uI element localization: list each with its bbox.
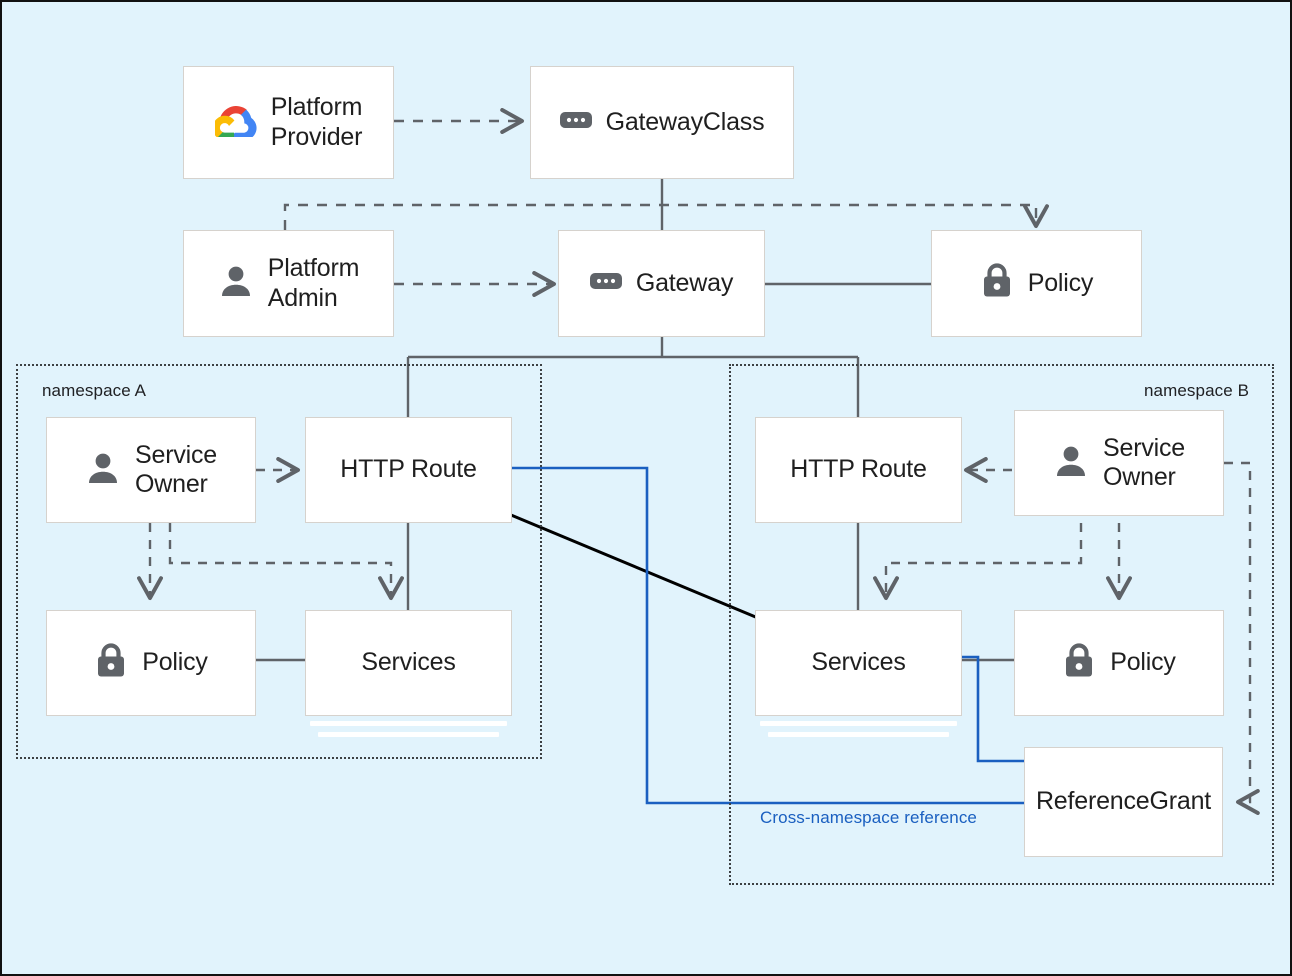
person-icon xyxy=(1053,443,1089,484)
node-services-a-label: Services xyxy=(361,648,456,677)
node-referencegrant-label: ReferenceGrant xyxy=(1035,787,1212,816)
services-b-stack-layer-2 xyxy=(768,732,949,737)
node-services-b-label: Services xyxy=(811,648,906,677)
node-http-route-a[interactable]: HTTP Route xyxy=(305,417,512,523)
node-platform-admin-label: Platform Admin xyxy=(267,254,360,312)
node-policy-platform-label: Policy xyxy=(1027,268,1094,297)
resource-chip-icon xyxy=(559,109,592,136)
namespace-b-label: namespace B xyxy=(1144,381,1250,400)
resource-chip-icon xyxy=(589,270,622,297)
node-platform-provider-label: Platform Provider xyxy=(270,93,363,151)
namespace-a-group xyxy=(16,364,542,759)
node-gateway-label: Gateway xyxy=(635,268,734,297)
edge-owner-b-to-referencegrant xyxy=(1224,461,1260,815)
person-icon xyxy=(218,263,254,304)
lock-icon xyxy=(1062,642,1096,685)
namespace-a-label: namespace A xyxy=(42,381,147,400)
lock-icon xyxy=(980,262,1014,305)
node-policy-b[interactable]: Policy xyxy=(1014,610,1224,716)
node-policy-a[interactable]: Policy xyxy=(46,610,256,716)
google-cloud-icon xyxy=(212,103,257,142)
node-services-a[interactable]: Services xyxy=(305,610,512,716)
namespace-b-group xyxy=(729,364,1274,885)
edge-gateway-to-routes xyxy=(406,337,860,417)
cross-namespace-reference-label: Cross-namespace reference xyxy=(760,808,977,827)
edge-admin-to-policy xyxy=(283,203,1049,230)
node-service-owner-b-label: Service Owner xyxy=(1103,433,1185,492)
node-platform-admin[interactable]: Platform Admin xyxy=(183,230,394,337)
node-gatewayclass-label: GatewayClass xyxy=(605,107,765,136)
edge-xref-route-a-to-referencegrant xyxy=(511,466,1024,805)
edge-route-a-to-services-b-diagonal xyxy=(510,513,759,620)
node-platform-provider[interactable]: Platform Provider xyxy=(183,66,394,179)
edge-owner-a-to-services-a xyxy=(168,523,404,600)
node-policy-b-label: Policy xyxy=(1110,648,1176,677)
services-a-stack-layer-2 xyxy=(318,732,499,737)
node-gateway[interactable]: Gateway xyxy=(558,230,765,337)
node-services-b[interactable]: Services xyxy=(755,610,962,716)
node-http-route-a-label: HTTP Route xyxy=(340,455,477,484)
services-a-stack-layer-1 xyxy=(310,721,507,726)
edge-owner-b-to-services-b xyxy=(873,523,1083,600)
person-icon xyxy=(85,450,121,491)
node-service-owner-b[interactable]: Service Owner xyxy=(1014,410,1224,516)
node-policy-platform[interactable]: Policy xyxy=(931,230,1142,337)
node-service-owner-a-label: Service Owner xyxy=(135,440,217,499)
node-http-route-b-label: HTTP Route xyxy=(790,455,927,484)
services-b-stack-layer-1 xyxy=(760,721,957,726)
node-policy-a-label: Policy xyxy=(142,648,208,677)
node-service-owner-a[interactable]: Service Owner xyxy=(46,417,256,523)
node-referencegrant[interactable]: ReferenceGrant xyxy=(1024,747,1223,857)
node-gatewayclass[interactable]: GatewayClass xyxy=(530,66,794,179)
lock-icon xyxy=(94,642,128,685)
node-http-route-b[interactable]: HTTP Route xyxy=(755,417,962,523)
edge-xref-services-b-to-referencegrant xyxy=(961,655,1024,763)
